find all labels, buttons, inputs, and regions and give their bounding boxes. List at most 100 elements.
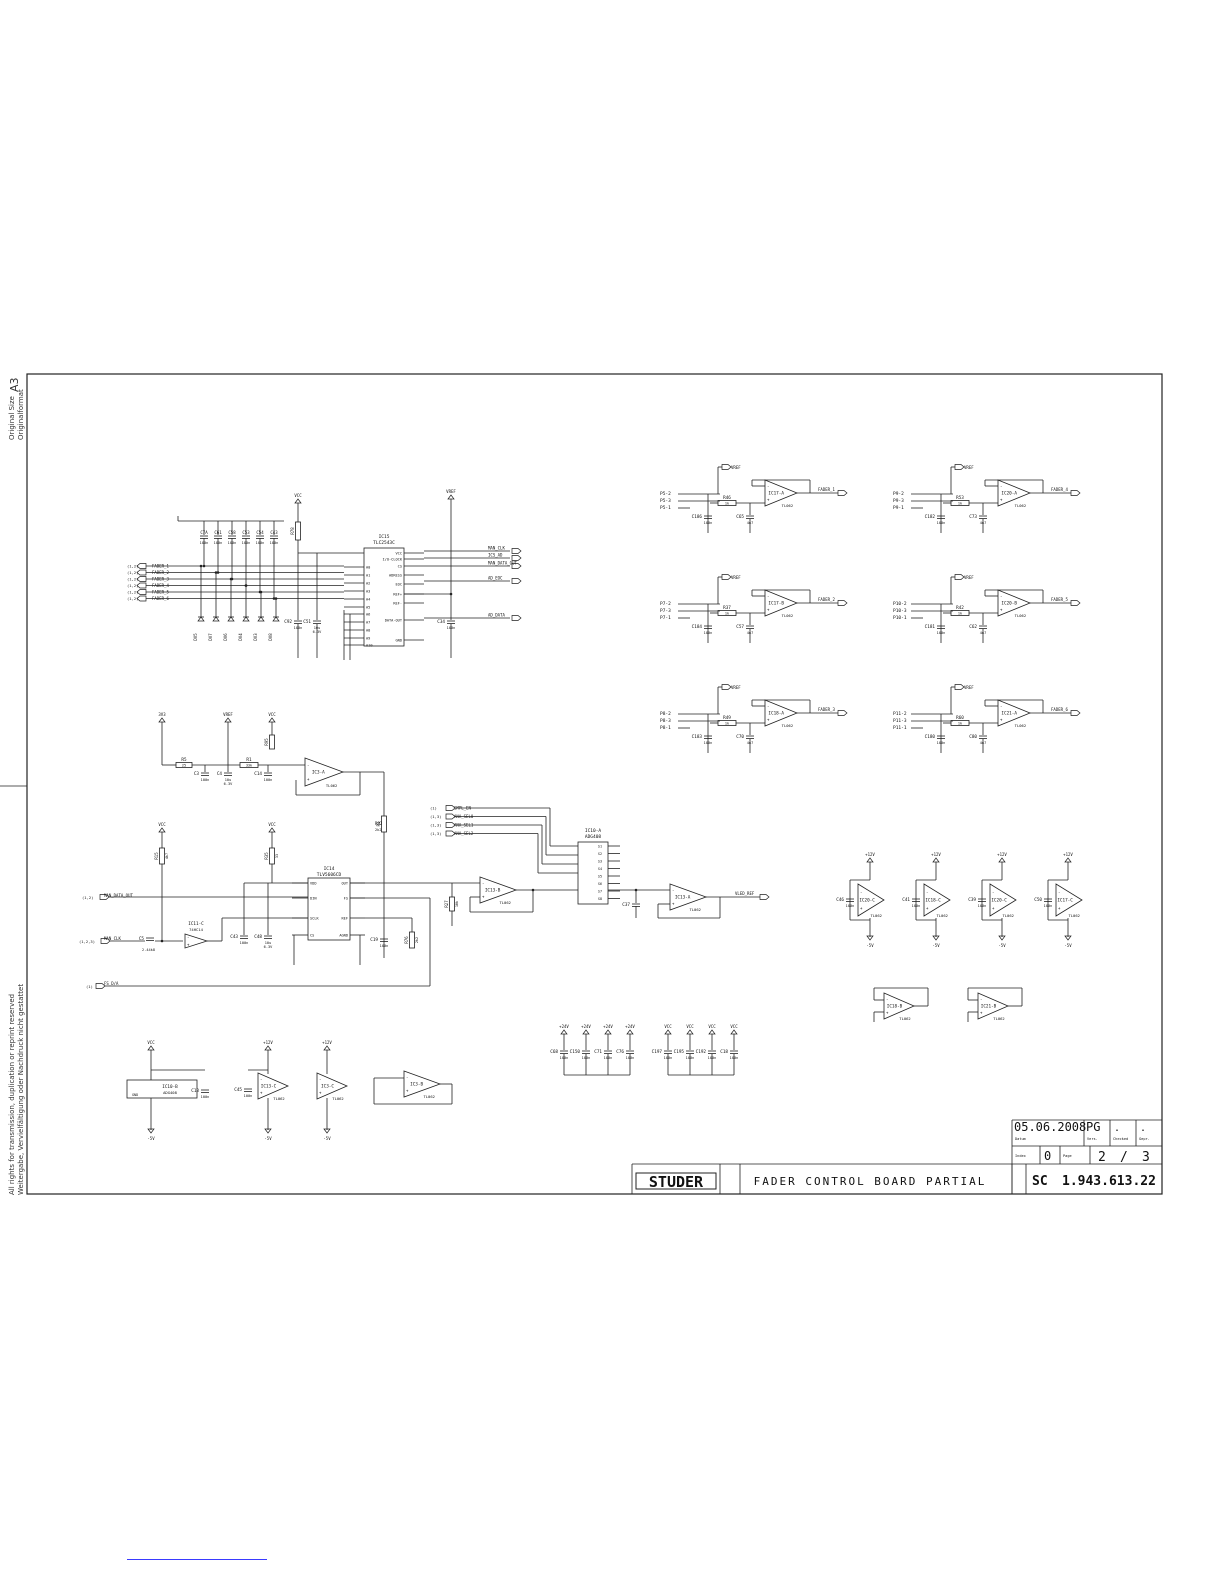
drawn-by: PG [1086, 1120, 1100, 1134]
capacitor-ref: C186 [692, 514, 703, 520]
supply-label: -5V [866, 943, 874, 948]
pot-pin-3: P9-3 [893, 498, 904, 504]
supply-label: -5V [264, 1136, 272, 1141]
op-amp-symbol [989, 883, 1017, 917]
supply-label: +12V [1063, 852, 1073, 857]
op-amp-symbol [257, 1072, 290, 1100]
adc-pin-name: CS [398, 565, 402, 569]
capacitor-ref: C41 [902, 897, 910, 903]
mux-pin-name: S1 [598, 845, 602, 849]
capacitor-voltage: 6.3V [313, 630, 322, 634]
op-amp-part: TL062 [1015, 723, 1026, 728]
op-amp-plus: + [406, 1088, 409, 1093]
op-amp-plus: + [980, 1010, 983, 1015]
op-amp-symbol [304, 757, 345, 787]
page-total: 3 [1142, 1150, 1150, 1165]
op-amp-symbol [184, 933, 209, 949]
junction-dot [202, 564, 206, 568]
junction-dot [160, 939, 164, 943]
rights-note: All rights for transmission, duplication… [8, 993, 16, 1195]
studer-logo: STUDER [649, 1173, 704, 1191]
capacitor-ref: C57 [736, 624, 744, 630]
capacitor-ref: C197 [652, 1049, 663, 1055]
resistor-value: 4k7 [165, 853, 169, 859]
original-format-label: Originalformat [17, 389, 25, 440]
supply-label: +12V [865, 852, 875, 857]
resistor-value: 1k [725, 612, 730, 616]
op-amp-symbol [669, 883, 708, 911]
adc-pin-name: GND [396, 639, 403, 643]
supply-label: VCC [268, 712, 276, 717]
mux-pin-name: S3 [598, 860, 602, 864]
capacitor-value: 100n [244, 1094, 253, 1098]
op-amp-minus: - [672, 888, 674, 893]
supply-label: VCC [294, 493, 302, 498]
fader-sheet-ref: (1,2) [127, 570, 138, 575]
supply-label: +24V [625, 1024, 635, 1029]
capacitor-ref: C71 [594, 1049, 602, 1055]
capacitor-ref: C46 [836, 897, 844, 903]
cap-ref: C53 [242, 530, 250, 535]
op-amp-plus: + [767, 607, 770, 612]
op-amp-part: TL062 [1015, 503, 1026, 508]
resistor-ref: R5 [181, 757, 187, 763]
op-amp-ref: IC17-B [768, 601, 784, 607]
diode [197, 616, 205, 622]
resistor-ref: R60 [956, 715, 964, 721]
junction-dot [199, 564, 203, 568]
stage-output-label: FADER_4 [1051, 487, 1068, 492]
stage-output-port [837, 710, 848, 716]
dac-input-label: MAN_DATA_OUT [104, 893, 133, 898]
dac-pin-name: SCLK [310, 917, 319, 921]
resistor-ref: R15 [154, 852, 159, 860]
resistor-ref: R78 [290, 527, 295, 535]
op-amp-ref: IC13-C [261, 1084, 277, 1090]
resistor-ref: R37 [723, 605, 731, 611]
ic11-part: 74HC14 [189, 927, 203, 932]
fs-label: FS_D/A [104, 981, 119, 986]
capacitor-value: 100n [937, 741, 946, 745]
mux-net-port [445, 830, 456, 837]
diode [227, 616, 235, 622]
resistor-value: 1k [725, 502, 730, 506]
fs-port [95, 983, 106, 989]
cap-ref: C7A [200, 530, 208, 535]
op-amp-part: TL062 [1015, 613, 1026, 618]
page-number: 2 [1098, 1150, 1106, 1165]
clk-sheet-ref: (1,2,3) [79, 939, 95, 944]
rights-note-de: Weitergabe, Vervielfältigung oder Nachdr… [17, 983, 25, 1195]
supply-arrow [147, 1128, 155, 1134]
supply-arrow [866, 935, 874, 941]
mux-sheet-ref: (1) [430, 806, 437, 811]
capacitor-value: 100n [201, 778, 210, 782]
junction-dot [259, 590, 263, 594]
resistor-value: 33k [246, 764, 253, 768]
capacitor-value: 100n [704, 741, 713, 745]
op-amp-plus: + [992, 906, 995, 911]
capacitor-value: 100n [380, 944, 389, 948]
op-amp-plus: + [767, 717, 770, 722]
op-amp-minus: - [187, 935, 189, 940]
op-amp-part: TL062 [1002, 913, 1013, 918]
dac-pin-name: FS [344, 897, 348, 901]
diode [257, 616, 265, 622]
dac-sheet-ref: (1,2) [82, 895, 93, 900]
op-amp-ref: IC18-C [925, 898, 941, 904]
capacitor-voltage: 6.3V [264, 945, 273, 949]
dac-input-port [99, 894, 110, 900]
adc-pin-name: A7 [366, 621, 370, 625]
adc-net-label: ICS_AD [488, 553, 503, 558]
resistor-ref: R42 [956, 605, 964, 611]
resistor-ref: R27 [444, 900, 449, 908]
resistor-ref: R1 [246, 757, 252, 763]
op-amp-part: TL062 [423, 1094, 434, 1099]
vref-port [721, 464, 732, 470]
index-value: 0 [1044, 1149, 1051, 1163]
capacitor-ref: C92 [284, 619, 292, 625]
op-amp-symbol [316, 1072, 349, 1100]
capacitor-ref: C5 [139, 936, 145, 942]
checked-label: Checked [1113, 1137, 1128, 1141]
pot-pin-3: P8-3 [660, 718, 671, 724]
op-amp-part: TL062 [689, 907, 700, 912]
doc-number: 1.943.613.22 [1062, 1174, 1156, 1189]
